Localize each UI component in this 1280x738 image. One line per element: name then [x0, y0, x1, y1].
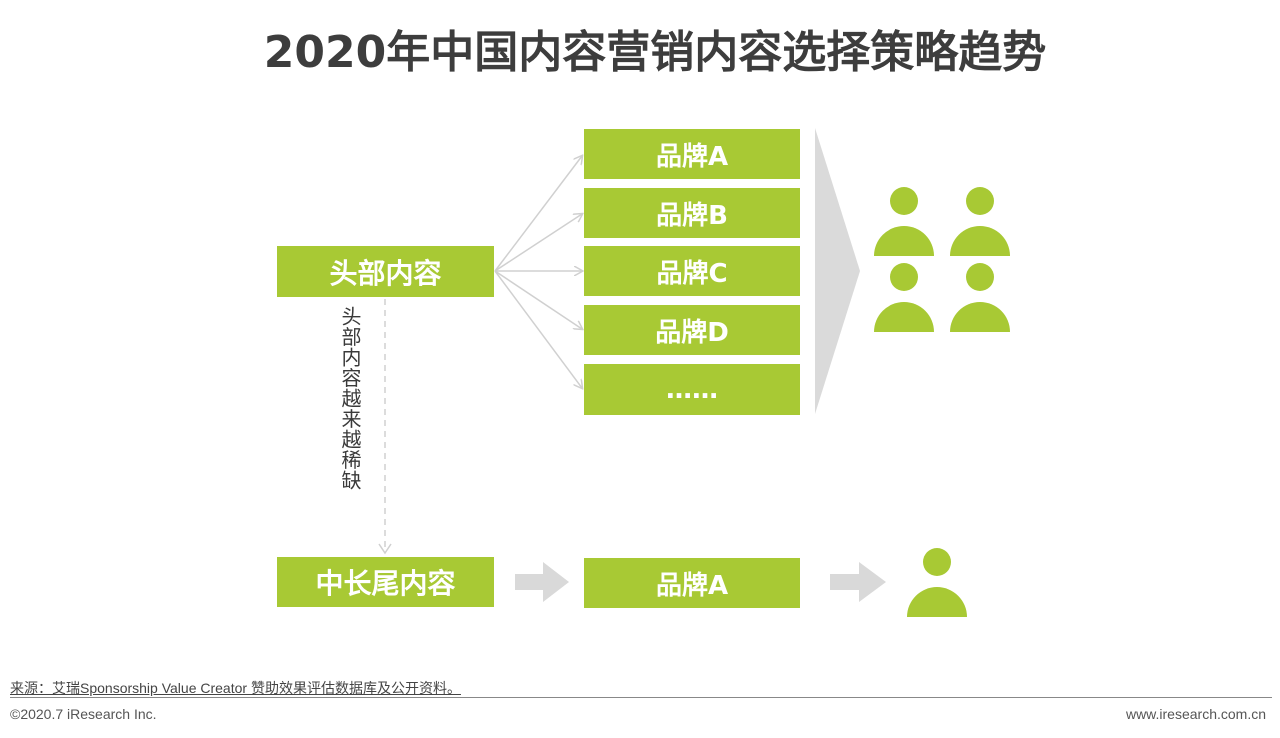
- brand-box-b: 品牌B: [584, 188, 800, 238]
- big-triangle-arrow: [815, 128, 860, 414]
- fan-arrow-more: [494, 270, 582, 388]
- source-note: 来源：艾瑞Sponsorship Value Creator 赞助效果评估数据库…: [10, 680, 461, 696]
- copyright: ©2020.7 iResearch Inc.: [10, 706, 157, 722]
- website-link[interactable]: www.iresearch.com.cn: [1125, 706, 1266, 722]
- brand-box-more: ……: [584, 364, 800, 415]
- block-arrow-right: [830, 562, 886, 602]
- longtail-brand-box: 品牌A: [584, 558, 800, 608]
- brand-box-d: 品牌D: [584, 305, 800, 355]
- brand-box-a: 品牌A: [584, 129, 800, 179]
- person-icon: [950, 187, 1010, 256]
- fan-arrow-d: [494, 270, 582, 329]
- person-icon: [874, 187, 934, 256]
- dashed-arrow-head: [378, 543, 392, 555]
- footer-divider: [10, 697, 1272, 698]
- person-icon: [907, 548, 967, 617]
- brand-box-c: 品牌C: [584, 246, 800, 296]
- block-arrow-left: [515, 562, 569, 602]
- page-title: 2020年中国内容营销内容选择策略趋势: [263, 27, 1047, 78]
- fan-arrow-a: [494, 156, 582, 272]
- scarcity-note: 头部内容越来越稀缺: [338, 306, 362, 491]
- person-icon: [950, 263, 1010, 332]
- longtail-content-box: 中长尾内容: [277, 557, 494, 607]
- head-content-box: 头部内容: [277, 246, 494, 297]
- fan-arrow-b: [494, 214, 582, 272]
- person-icon: [874, 263, 934, 332]
